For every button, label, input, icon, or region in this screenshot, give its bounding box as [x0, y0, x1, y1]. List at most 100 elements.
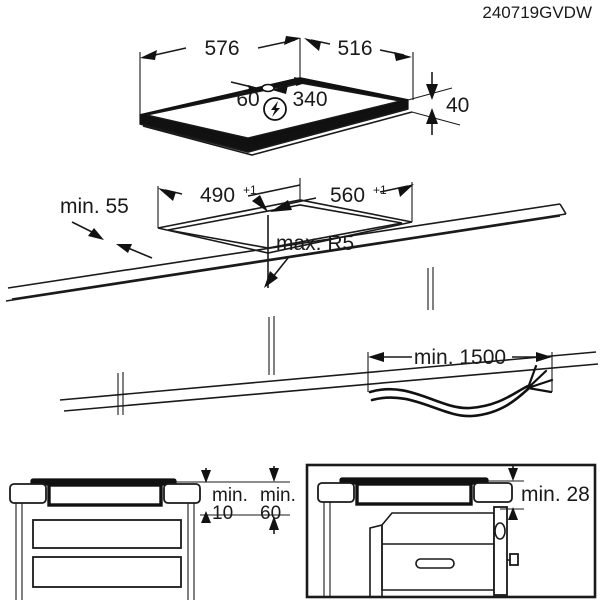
wire-end-1	[526, 364, 538, 390]
dim-min10-label-value: 10	[212, 503, 233, 524]
figure-hob-top: 576 516 40	[139, 36, 469, 156]
dim-min10-arrow-up	[201, 511, 211, 523]
figure-section-right: min. 28	[305, 463, 597, 599]
dim-490-tolerance: +1	[243, 183, 257, 197]
dim-min55-arrow-lower	[116, 244, 132, 253]
dim-40-arrow-down	[426, 84, 438, 100]
worktop-lower-band	[59, 351, 599, 412]
oven-left-edge	[369, 524, 383, 597]
section-right-hob-body	[355, 482, 473, 506]
cable-wire-ends	[526, 364, 554, 394]
dimension-576: 576	[140, 36, 301, 60]
bracket-plate	[493, 506, 508, 596]
dimension-min-10: min. 10	[201, 468, 248, 524]
oven-unit	[369, 512, 495, 597]
worktop-bottom-edge	[5, 215, 561, 302]
dim-560-arrow-right	[398, 184, 414, 197]
dim-40-arrow-up	[426, 108, 438, 124]
dim-min10-arrow-down	[201, 470, 211, 483]
dim-516-arrow-left	[304, 38, 321, 51]
dim-min10-label-prefix: min.	[212, 485, 248, 506]
dim-490-arrow-left	[158, 188, 176, 201]
dimension-516: 516	[304, 37, 412, 61]
cable-strand-upper	[368, 384, 530, 410]
figure-section-left: min. 10 min. 60	[9, 466, 296, 600]
oven-door-handle	[415, 558, 455, 569]
dim-576-label: 576	[204, 37, 239, 60]
dimension-min-60: min. 60	[260, 466, 296, 534]
dim-min55-leader-lower	[127, 247, 153, 259]
worktop2-top-edge	[59, 351, 597, 401]
dim-340-label: 340	[292, 88, 327, 111]
dim-516-arrow-right	[394, 52, 412, 61]
dim-min55-label: min. 55	[60, 195, 129, 218]
section-left-hob-body	[47, 483, 163, 507]
dimension-max-r5: max. R5	[264, 232, 354, 288]
section-right-worktop-left	[317, 482, 355, 503]
dim-576-arrow-left	[140, 50, 157, 60]
worktop-top-edge	[7, 203, 561, 289]
oven-body-outline	[381, 512, 495, 591]
dim-min28-arrow-up	[508, 507, 518, 520]
dim-min60-arrow-down	[269, 468, 279, 482]
dim-560-tolerance: +1	[373, 183, 387, 197]
section-left-drawer-1	[32, 519, 182, 549]
wire-end-4	[526, 386, 553, 394]
section-right-frame	[305, 463, 597, 599]
dim-560-arrow-corner	[270, 200, 292, 212]
dim-340-arrow-left	[272, 85, 288, 94]
wire-end-2	[526, 369, 548, 390]
dimension-560: 560 +1	[270, 183, 414, 212]
dim-min55-arrow-upper	[88, 228, 104, 240]
dim-40-ext-bottom	[411, 111, 461, 126]
cable-strand-lower	[370, 387, 530, 418]
dimension-490: 490 +1	[158, 183, 301, 212]
worktop2-front-edge	[63, 363, 599, 412]
hob-bottom-edge	[139, 108, 409, 153]
oven-mounting-bracket	[493, 506, 519, 596]
dim-560-line-left	[287, 197, 317, 205]
figure-cutout: 490 +1 560 +1 min. 55	[5, 178, 599, 415]
cable-arrow-right	[536, 352, 552, 362]
worktop-slab	[5, 203, 567, 302]
dim-60-arrow	[248, 85, 264, 94]
dim-576-arrow-right	[284, 36, 301, 45]
dim-maxr5-label: max. R5	[276, 232, 354, 255]
cutout-outline-inner	[167, 204, 403, 249]
cable-arrow-left	[368, 352, 384, 362]
dimension-min-55: min. 55	[60, 195, 153, 259]
dim-516-label: 516	[337, 37, 372, 60]
dim-min28-arrow-down	[508, 468, 518, 481]
lightning-bolt-icon	[263, 97, 287, 121]
section-left-drawer-2	[32, 556, 182, 588]
dim-40-label: 40	[446, 94, 469, 117]
dim-60-label: 60	[236, 88, 259, 111]
dim-maxr5-arrow	[264, 271, 278, 288]
dim-490-label: 490	[200, 184, 235, 207]
dim-490-line-right	[247, 184, 301, 197]
cutout-extension-lines	[157, 178, 413, 228]
hob-extension-lines	[139, 38, 414, 115]
dim-min60-arrow-up	[269, 516, 279, 530]
dim-340-arrow-right	[294, 77, 312, 86]
dim-min1500-label: min. 1500	[414, 346, 506, 369]
hob-underplate	[142, 111, 413, 156]
connection-point	[261, 83, 275, 93]
dim-min28-label: min. 28	[521, 483, 590, 506]
lightning-bolt-glyph	[271, 101, 280, 117]
dim-min60-label-prefix: min.	[260, 485, 296, 506]
dim-560-label: 560	[330, 184, 365, 207]
bracket-screw-head	[509, 553, 519, 566]
section-right-worktop-right	[473, 482, 513, 503]
section-left-worktop-right	[163, 483, 201, 504]
document-code: 240719GVDW	[482, 3, 592, 22]
wire-end-3	[526, 378, 554, 390]
dim-min60-label-value: 60	[260, 503, 281, 524]
dim-maxr5-leader	[271, 257, 289, 279]
bracket-knob	[494, 522, 506, 540]
figure-cable: min. 1500	[367, 346, 554, 418]
dimension-min-28: min. 28	[488, 466, 590, 520]
worktop-right-cap	[559, 203, 567, 215]
